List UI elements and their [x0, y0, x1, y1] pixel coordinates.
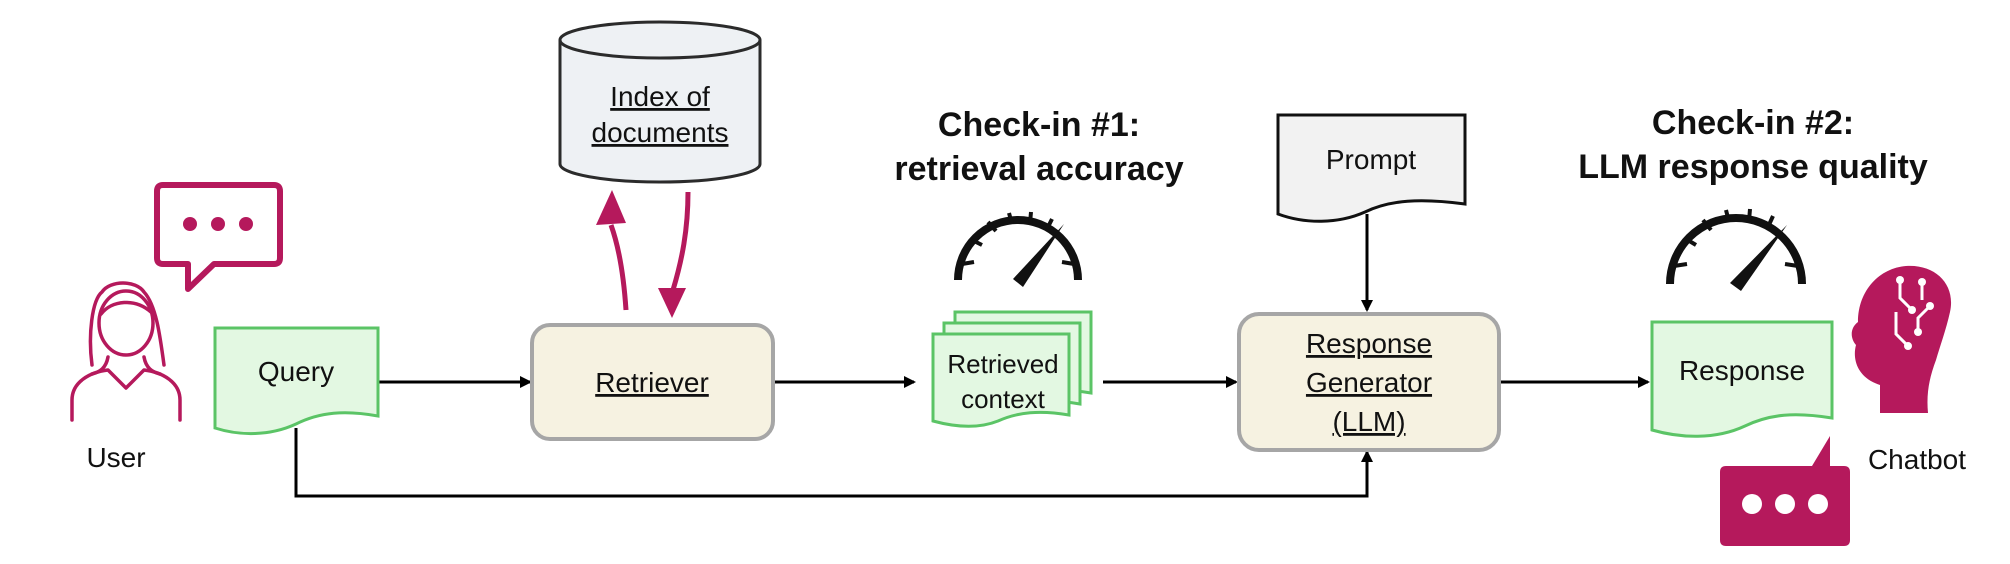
gauge-icon	[1666, 208, 1806, 291]
response-generator-box: Response Generator (LLM)	[1237, 312, 1501, 452]
checkin-2-title: Check-in #2:	[1652, 104, 1854, 142]
index-label-line2: documents	[592, 117, 729, 148]
index-arrows	[596, 190, 691, 318]
generator-line3: (LLM)	[1332, 406, 1405, 437]
chat-icon	[1720, 436, 1850, 546]
connectors	[294, 214, 1650, 498]
checkin-1-title-line1: Check-in #1:	[938, 106, 1140, 144]
user-icon	[70, 281, 182, 422]
arrow-retriever-to-index-head	[596, 190, 626, 225]
retriever-label: Retriever	[595, 367, 709, 398]
generator-line1: Response	[1306, 328, 1432, 359]
generator-line2: Generator	[1306, 367, 1432, 398]
prompt-label: Prompt	[1326, 144, 1416, 175]
arrow-index-to-retriever-head	[658, 288, 686, 318]
retriever-box: Retriever	[530, 323, 775, 441]
user-label: User	[86, 442, 145, 473]
retrieved-context-line2: context	[961, 384, 1046, 414]
index-cylinder: Index of documents	[558, 20, 762, 184]
arrow-index-to-retriever	[670, 191, 691, 291]
arrow-retriever-to-index	[608, 224, 629, 311]
prompt-document: Prompt	[1276, 113, 1467, 223]
gauge-icon	[954, 211, 1082, 287]
retrieved-context-line1: Retrieved	[947, 349, 1058, 379]
index-label-line1: Index of	[610, 81, 710, 112]
speech-bubble-icon	[154, 182, 283, 292]
checkin-1-subtitle: retrieval accuracy	[894, 150, 1183, 188]
ai-head-icon	[1851, 265, 1952, 413]
response-document: Response	[1650, 320, 1834, 438]
chatbot-label: Chatbot	[1868, 444, 1966, 475]
query-document: Query	[213, 326, 380, 436]
response-label: Response	[1679, 355, 1805, 386]
retrieved-context-stack: Retrieved context	[931, 310, 1093, 428]
checkin-2-subtitle: LLM response quality	[1578, 148, 1928, 186]
arrow-query-to-generator	[294, 428, 1373, 498]
query-label: Query	[258, 356, 334, 387]
